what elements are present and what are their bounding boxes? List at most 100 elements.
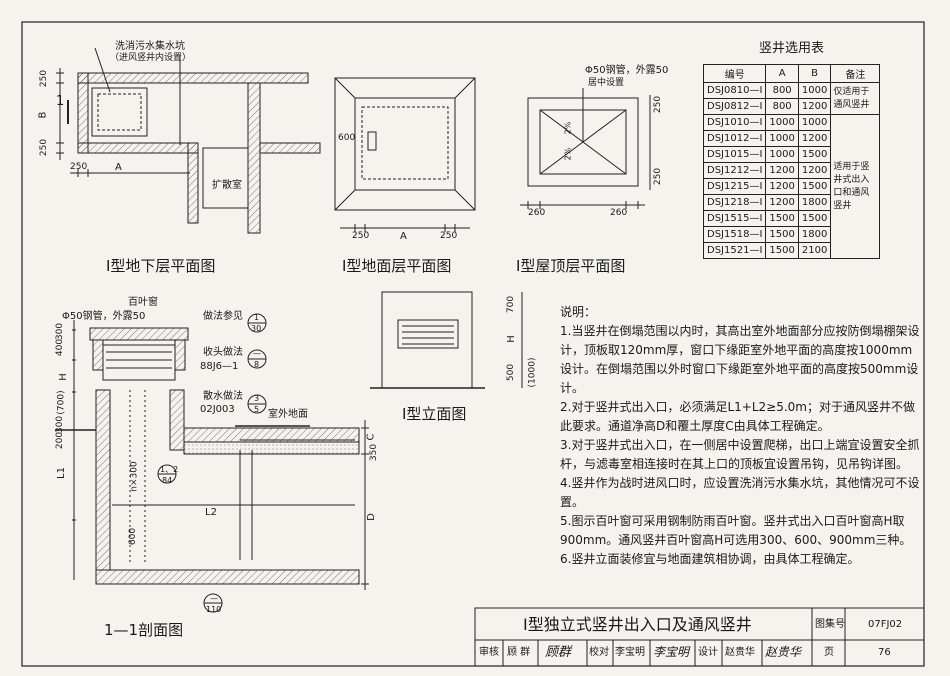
cell-b: 1200 — [797, 98, 832, 115]
design-name: 赵贵华 — [725, 647, 755, 658]
cell-a: 1500 — [765, 210, 799, 227]
cell-b: 1800 — [797, 226, 832, 243]
elev-dim-700: 700 — [506, 295, 517, 314]
title-roof: Ⅰ型屋顶层平面图 — [516, 257, 626, 275]
ladder-ref-top: 1、2 — [160, 465, 179, 474]
page-label: 页 — [824, 647, 834, 658]
check-signature: 李宝明 — [653, 645, 690, 659]
cell-b: 1800 — [797, 194, 832, 211]
ref3-bot: 5 — [254, 405, 260, 414]
ref4-top: — — [210, 594, 218, 603]
cell-code: DSJ1218—Ⅰ — [702, 194, 767, 211]
dim-260-left: 260 — [528, 208, 546, 218]
note-item-2: 2.对于竖井式出入口，必须满足L1+L2≥5.0m；对于通风竖井不做此要求。通道… — [560, 400, 915, 433]
ref2-bot: 8 — [254, 360, 260, 369]
dim-700: (700) — [56, 390, 67, 415]
ground-plan — [334, 77, 476, 232]
note-ventilation-only: 仅适用于通风竖井 — [830, 82, 881, 115]
check-label: 校对 — [589, 647, 609, 658]
col-b: B — [797, 64, 832, 83]
cell-b: 1200 — [797, 162, 832, 179]
pipe-sublabel: 居中设置 — [588, 78, 625, 88]
note-item-4: 4.竖井作为战时进风口时，应设置洗消污水集水坑，其他情况可不设置。 — [560, 476, 920, 509]
ref2-top: — — [253, 349, 261, 358]
ladder-spacing: n×300 — [129, 461, 140, 492]
dim-600: 600 — [338, 133, 356, 143]
cell-code: DSJ1518—Ⅰ — [702, 226, 767, 243]
elev-dim-h: H — [505, 335, 517, 343]
cell-a: 1500 — [765, 242, 799, 259]
slope-2pct-b: 2% — [563, 147, 573, 161]
page-number: 76 — [878, 647, 891, 658]
outdoor-ground-label: 室外地面 — [268, 409, 308, 420]
col-a: A — [765, 64, 799, 83]
note-entrance-and-ventilation: 适用于竖井式出入口和通风竖井 — [830, 114, 881, 259]
dim-l2: L2 — [205, 507, 217, 518]
col-note: 备注 — [830, 64, 881, 83]
cell-b: 1200 — [797, 130, 832, 147]
cell-a: 800 — [765, 82, 799, 99]
cell-b: 1500 — [797, 178, 832, 195]
ref1-bot: 30 — [251, 324, 262, 333]
dim-250-br: 250 — [653, 167, 664, 186]
ref3-top: 3 — [254, 394, 260, 403]
roof-plan — [520, 88, 651, 209]
review-label: 审核 — [479, 647, 499, 658]
pipe-label: Φ50钢管，外露50 — [585, 65, 669, 76]
dim-250-tr: 250 — [653, 95, 664, 114]
atlas-label: 图集号 — [815, 619, 845, 630]
cell-a: 1500 — [765, 226, 799, 243]
elev-dim-500: 500 — [506, 363, 517, 382]
note-item-5: 5.图示百叶窗可采用钢制防雨百叶窗。竖井式出入口百叶窗高H取900mm。通风竖井… — [560, 514, 912, 547]
ref2-code: 88J6—1 — [200, 361, 239, 372]
ref1-top: 1 — [254, 313, 260, 322]
cell-code: DSJ1515—Ⅰ — [702, 210, 767, 227]
cell-b: 1000 — [797, 82, 832, 99]
title-block-grid — [474, 607, 925, 667]
cell-b: 2100 — [797, 242, 832, 259]
title-basement: Ⅰ型地下层平面图 — [106, 257, 216, 275]
cell-code: DSJ1215—Ⅰ — [702, 178, 767, 195]
dim-l1: L1 — [55, 467, 67, 479]
cell-a: 1000 — [765, 146, 799, 163]
cell-a: 1000 — [765, 130, 799, 147]
note-item-3: 3.对于竖井式出入口，在一侧居中设置爬梯，出口上端宜设置安全抓杆，与滤毒室相连接… — [560, 438, 920, 471]
dim-250-left: 250 — [70, 162, 88, 172]
dim-250-right: 250 — [440, 231, 458, 241]
dim-a: A — [115, 162, 122, 173]
dim-h: H — [57, 373, 69, 381]
dim-260-right: 260 — [610, 208, 628, 218]
cell-code: DSJ1212—Ⅰ — [702, 162, 767, 179]
section-mark-1: 1 — [56, 94, 65, 109]
atlas-number: 07FJ02 — [868, 619, 903, 630]
cell-code: DSJ1015—Ⅰ — [702, 146, 767, 163]
cell-b: 1500 — [797, 210, 832, 227]
louver-label: 百叶窗 — [128, 297, 158, 308]
dim-b: B — [37, 111, 49, 119]
title-section: 1—1剖面图 — [104, 621, 184, 639]
cell-a: 1200 — [765, 194, 799, 211]
ref3-label: 散水做法 — [203, 391, 243, 402]
ladder-ref-bot: 84 — [162, 476, 173, 485]
cell-a: 1200 — [765, 162, 799, 179]
notes-block: 说明： 1.当竖井在倒塌范围以内时，其高出室外地面部分应按防倒塌棚架设计，顶板取… — [560, 303, 920, 569]
dim-300b: 300 — [55, 415, 66, 434]
diffusion-room-label: 扩散室 — [212, 180, 242, 191]
main-title: Ⅰ型独立式竖井出入口及通风竖井 — [523, 615, 752, 634]
design-signature: 赵贵华 — [765, 645, 802, 659]
section-pipe-label: Φ50钢管，外露50 — [62, 311, 146, 322]
ref4-bot: 110 — [206, 605, 222, 614]
selection-table-title: 竖井选用表 — [759, 41, 825, 56]
cell-a: 800 — [765, 98, 799, 115]
ref2-label: 收头做法 — [203, 347, 243, 358]
slope-2pct-a: 2% — [563, 121, 573, 135]
dim-200: 200 — [55, 431, 66, 450]
note-item-1: 1.当竖井在倒塌范围以内时，其高出室外地面部分应按防倒塌棚架设计，顶板取120m… — [560, 324, 920, 395]
dim-300: 300 — [55, 322, 66, 341]
col-code: 编号 — [702, 64, 767, 83]
